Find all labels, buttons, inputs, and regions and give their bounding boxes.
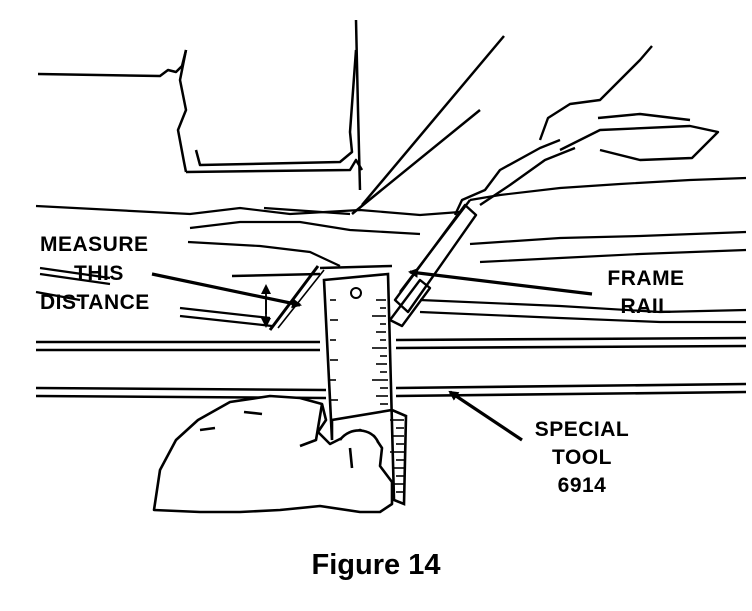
steel-ruler [322, 272, 408, 506]
label-special-tool-line-3: 6914 [557, 474, 607, 497]
label-measure-line-2: THIS [74, 262, 124, 285]
lower-crossmember [35, 336, 747, 400]
callout-arrows [151, 267, 593, 442]
measured-gap-indicator [231, 264, 393, 331]
figure-caption: Figure 14 [311, 549, 441, 581]
label-frame-rail-line-1: FRAME [607, 267, 685, 290]
label-special-tool-line-2: TOOL [552, 446, 612, 469]
hand-holding-ruler [152, 394, 394, 514]
label-measure-line-1: MEASURE [40, 233, 149, 256]
label-measure-line-3: DISTANCE [40, 291, 150, 314]
ruler-ticks [330, 299, 404, 493]
label-frame-rail-line-2: RAIL [620, 295, 672, 318]
label-special-tool-line-1: SPECIAL [534, 418, 630, 441]
upper-body-panel [37, 19, 505, 215]
